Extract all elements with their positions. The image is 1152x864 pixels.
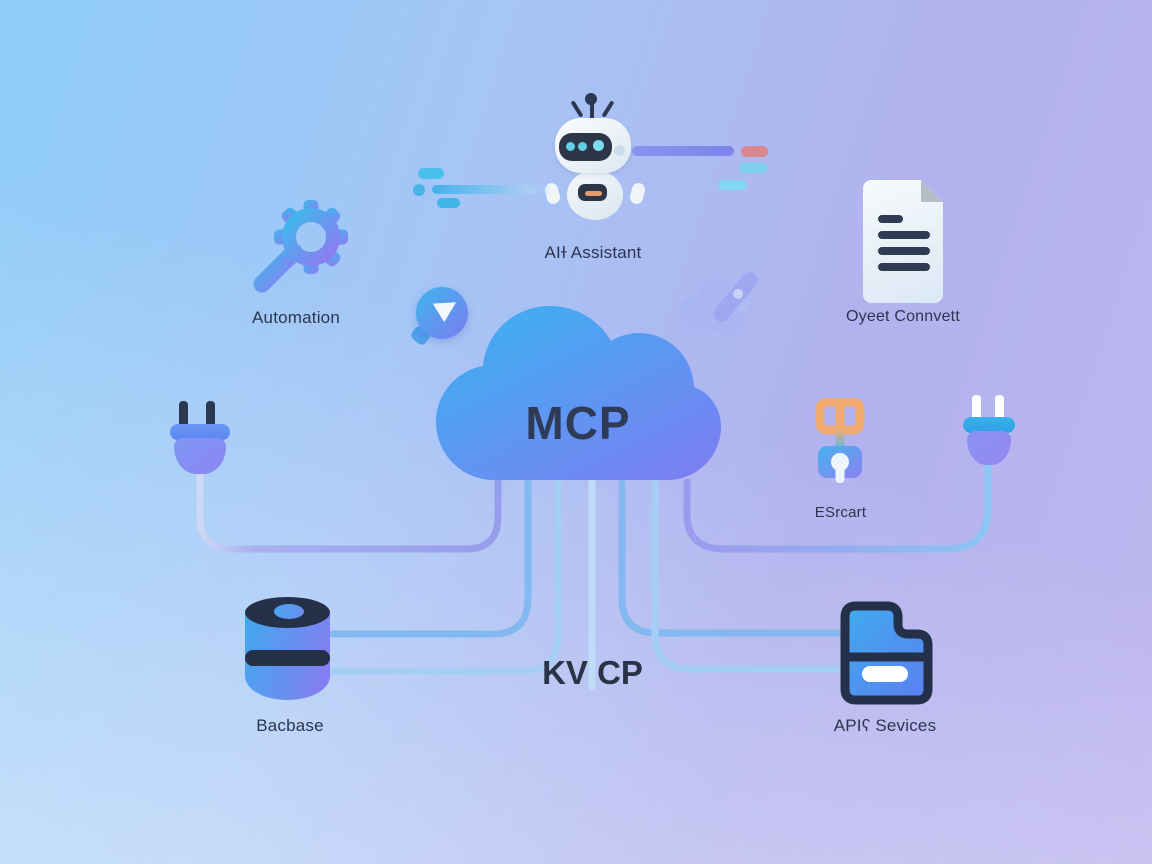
speed-line [418,168,444,179]
assistant-label: AIɫ Assistant [544,243,642,262]
plug-icon [170,398,232,478]
edge-cloud-database-2 [329,478,562,675]
robot-antenna-ball [585,93,597,105]
document-text-bar [878,247,930,255]
plug-icon [963,393,1017,471]
database-label: Bacbase [256,716,324,735]
plug-prong [206,401,215,428]
robot-mouth-bar [585,191,602,196]
speed-line [739,163,767,173]
mcp-cloud-label: MCP [525,397,631,449]
document-text-bar [878,231,930,239]
speed-line [437,198,460,208]
document-label: Oyeet Connvett [846,308,960,325]
robot-eye [578,142,587,151]
speed-line-red [741,146,768,157]
document-text-bar [878,263,930,271]
plug-body [967,431,1011,465]
plug-cap [170,424,230,440]
file-icon [840,601,933,705]
robot-hand [628,181,647,206]
plug-prong [995,395,1004,421]
speed-line [632,146,734,156]
database-band [245,650,330,666]
kv-cp-label: KV CP [542,654,643,691]
edge-cloud-api-2 [651,478,847,673]
key-icon [815,398,865,483]
gear-wand-icon [253,200,348,293]
robot-eye [593,140,604,151]
robot-icon [543,88,647,228]
rocket-cloud-icon [680,272,758,332]
edge-cloud-left-plug [196,462,502,553]
plug-cap [963,417,1015,433]
plug-body [174,438,226,474]
speed-line [432,185,552,194]
robot-eye [566,142,575,151]
plug-prong [179,401,188,428]
automation-label: Automation [252,308,340,327]
database-icon [245,595,330,705]
plug-prong [972,395,981,421]
database-top-hole [274,604,304,619]
robot-antenna-spike [570,100,584,118]
robot-antenna-spike [601,100,615,118]
document-fold-corner [921,180,943,202]
edge-cloud-right-plug [683,460,992,553]
document-text-bar [878,215,903,223]
api-services-label: APIʕ Sevices [833,716,937,735]
speed-line [718,180,747,190]
speed-line [413,184,425,196]
cloud-icon [436,306,721,480]
edge-cloud-database-1 [329,478,532,638]
escart-label: ESrcart [814,504,867,521]
robot-antenna-stem [590,102,594,120]
robot-cheek [614,145,625,156]
document-icon [863,180,943,303]
